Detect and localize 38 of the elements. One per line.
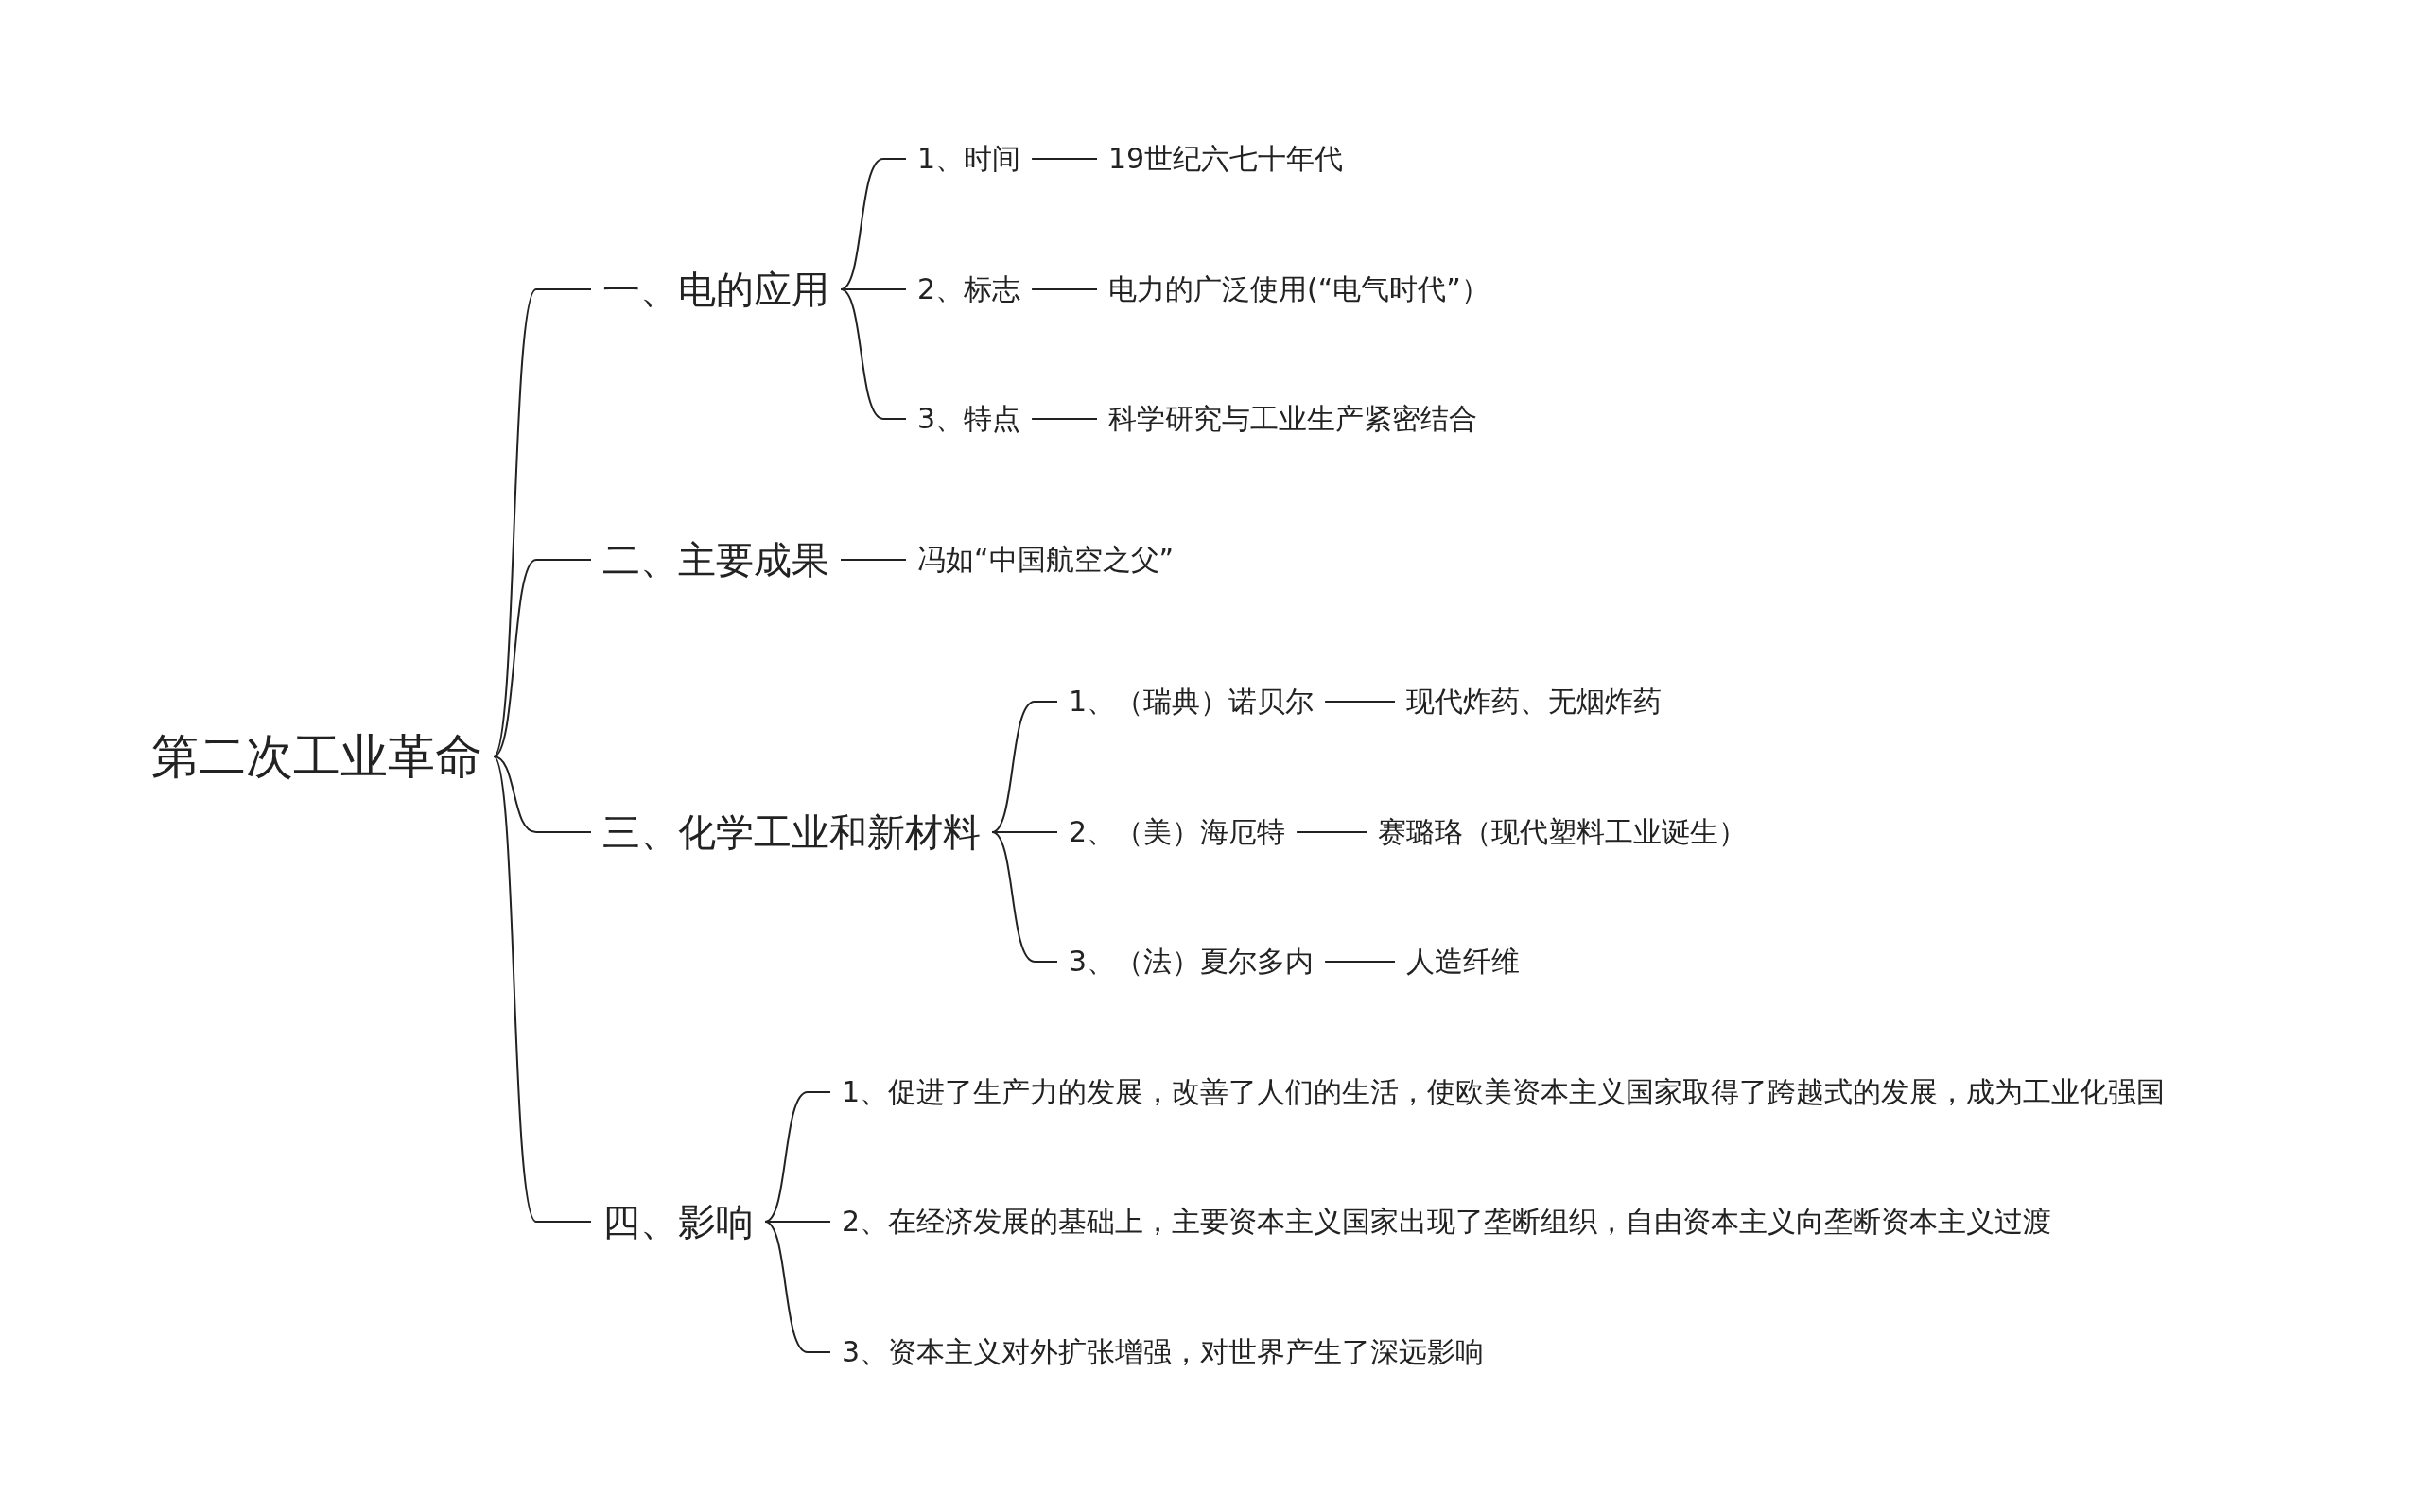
subtopic: 人造纤维	[1406, 945, 1520, 979]
connector-line	[493, 756, 592, 1223]
subtopic: 科学研究与工业生产紧密结合	[1108, 402, 1477, 436]
connector-line	[764, 1221, 831, 1353]
connector-line	[1296, 831, 1367, 833]
connector-line	[493, 559, 592, 757]
subtopic: 冯如“中国航空之父”	[917, 543, 1175, 577]
subtopic: 1、（瑞典）诺贝尔	[1069, 685, 1315, 719]
branch-topic: 一、电的应用	[602, 267, 829, 312]
connector-line	[1031, 288, 1098, 290]
root-topic: 第二次工业革命	[151, 728, 482, 785]
connector-line	[840, 559, 907, 561]
subtopic: 电力的广泛使用(“电气时代”）	[1108, 272, 1489, 306]
connector-line	[991, 701, 1058, 833]
subtopic: 赛璐珞（现代塑料工业诞生）	[1378, 815, 1747, 849]
subtopic: 现代炸药、无烟炸药	[1406, 685, 1662, 719]
subtopic: 2、（美）海厄特	[1069, 815, 1286, 849]
subtopic: 19世纪六七十年代	[1108, 142, 1344, 176]
connector-line	[493, 756, 592, 833]
branch-topic: 四、影响	[602, 1199, 754, 1244]
connector-line	[1324, 701, 1396, 703]
connector-line	[991, 831, 1058, 963]
subtopic: 2、在经济发展的基础上，主要资本主义国家出现了垄断组织，自由资本主义向垄断资本主义过渡	[842, 1205, 2052, 1239]
subtopic: 3、资本主义对外扩张增强，对世界产生了深远影响	[842, 1335, 1485, 1369]
connector-line	[1031, 418, 1098, 420]
subtopic: 2、标志	[917, 272, 1021, 306]
branch-topic: 二、主要成果	[602, 537, 829, 582]
connector-line	[1031, 158, 1098, 160]
connector-line	[840, 288, 907, 420]
subtopic: 1、时间	[917, 142, 1021, 176]
subtopic: 3、特点	[917, 402, 1021, 436]
connector-line	[840, 158, 907, 290]
branch-topic: 三、化学工业和新材料	[602, 809, 981, 855]
connector-line	[764, 1091, 831, 1223]
subtopic: 3、（法）夏尔多内	[1069, 945, 1315, 979]
subtopic: 1、促进了生产力的发展，改善了人们的生活，使欧美资本主义国家取得了跨越式的发展，成为工业化强国	[842, 1075, 2166, 1109]
connector-line	[493, 288, 592, 757]
connector-line	[1324, 961, 1396, 963]
